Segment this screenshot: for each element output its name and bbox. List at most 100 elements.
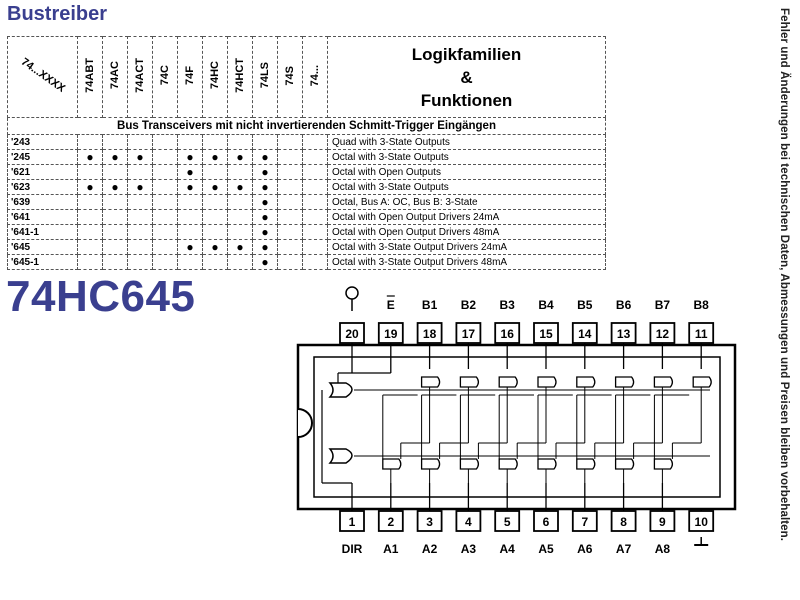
family-label: 74F	[184, 66, 196, 85]
availability-dot: ●	[177, 239, 203, 255]
availability-empty	[177, 254, 203, 270]
availability-empty	[127, 224, 153, 240]
availability-dot: ●	[127, 149, 153, 165]
part-code: '641	[7, 209, 78, 225]
availability-empty	[152, 224, 178, 240]
family-label: 74LS	[259, 62, 271, 89]
logik-header-line: Funktionen	[420, 90, 513, 110]
availability-dot: ●	[77, 149, 103, 165]
table-row: '645-1●Octal with 3-State Output Drivers…	[7, 254, 606, 270]
availability-dot: ●	[252, 239, 278, 255]
availability-dot: ●	[202, 239, 228, 255]
availability-empty	[277, 224, 303, 240]
buffer-b	[576, 376, 596, 388]
pin-label: E	[387, 298, 395, 312]
function-text: Octal with Open Output Drivers 48mA	[327, 224, 606, 240]
availability-empty	[77, 194, 103, 210]
availability-empty	[302, 179, 328, 195]
pin-label: B6	[616, 298, 632, 312]
buffer-a	[576, 458, 596, 470]
pin-label: A3	[461, 542, 477, 556]
availability-empty	[127, 254, 153, 270]
table-row: '621●●Octal with Open Outputs	[7, 164, 606, 180]
availability-empty	[302, 134, 328, 150]
availability-empty	[277, 134, 303, 150]
section-title: Bus Transceivers mit nicht invertierende…	[7, 117, 606, 135]
chip-name: 74HC645	[6, 272, 196, 321]
availability-dot: ●	[252, 194, 278, 210]
availability-empty	[152, 164, 178, 180]
family-header: 74HCT	[227, 36, 253, 118]
family-label: 74C	[159, 65, 171, 86]
availability-empty	[202, 209, 228, 225]
pin-number: 19	[384, 327, 398, 341]
pin-number: 11	[695, 327, 708, 341]
availability-empty	[102, 224, 128, 240]
section-row: Bus Transceivers mit nicht invertierende…	[7, 117, 606, 135]
chip-body	[296, 343, 737, 511]
pin-label: B5	[577, 298, 593, 312]
pin-number: 4	[465, 515, 472, 529]
availability-dot: ●	[252, 149, 278, 165]
availability-empty	[177, 134, 203, 150]
part-code: '641-1	[7, 224, 78, 240]
page-title: Bustreiber	[7, 3, 108, 25]
family-label: 74...	[309, 64, 321, 87]
family-header: 74F	[177, 36, 203, 118]
family-header: 74AC	[102, 36, 128, 118]
availability-dot: ●	[252, 224, 278, 240]
availability-empty	[152, 134, 178, 150]
availability-empty	[102, 164, 128, 180]
logik-header-line: &	[460, 67, 473, 87]
availability-empty	[77, 254, 103, 270]
pin-label: A7	[616, 542, 632, 556]
table-row: '639●Octal, Bus A: OC, Bus B: 3-State	[7, 194, 606, 210]
corner-header: 74...XXXX	[7, 36, 78, 118]
table-row: '245●●●●●●●Octal with 3-State Outputs	[7, 149, 606, 165]
pin-number: 12	[656, 327, 670, 341]
availability-empty	[102, 134, 128, 150]
buffer-b	[498, 376, 518, 388]
availability-empty	[177, 209, 203, 225]
availability-dot: ●	[227, 239, 253, 255]
availability-empty	[302, 149, 328, 165]
table-row: '641●Octal with Open Output Drivers 24mA	[7, 209, 606, 225]
pin-number: 18	[423, 327, 437, 341]
family-header: 74ACT	[127, 36, 153, 118]
availability-empty	[102, 254, 128, 270]
availability-empty	[277, 164, 303, 180]
availability-empty	[277, 209, 303, 225]
availability-dot: ●	[252, 254, 278, 270]
family-label: 74ABT	[84, 58, 96, 93]
function-text: Octal with 3-State Outputs	[327, 149, 606, 165]
availability-empty	[202, 164, 228, 180]
pin-number: 2	[387, 515, 394, 529]
availability-empty	[127, 134, 153, 150]
buffer-a	[459, 458, 480, 470]
availability-empty	[152, 254, 178, 270]
buffer-a	[382, 458, 402, 470]
buffer-a	[614, 458, 635, 470]
family-header: 74ABT	[77, 36, 103, 118]
pin-number: 3	[426, 515, 433, 529]
availability-empty	[227, 224, 253, 240]
availability-empty	[252, 134, 278, 150]
pin-label: B7	[655, 298, 671, 312]
availability-dot: ●	[102, 149, 128, 165]
function-text: Octal, Bus A: OC, Bus B: 3-State	[327, 194, 606, 210]
availability-empty	[277, 254, 303, 270]
pin-number: 20	[345, 327, 359, 341]
availability-empty	[227, 194, 253, 210]
availability-empty	[127, 209, 153, 225]
availability-empty	[102, 209, 128, 225]
availability-empty	[152, 194, 178, 210]
pin-number: 10	[695, 515, 709, 529]
part-code: '621	[7, 164, 78, 180]
availability-dot: ●	[127, 179, 153, 195]
pin-number: 6	[543, 515, 550, 529]
availability-dot: ●	[202, 179, 228, 195]
family-header: 74C	[152, 36, 178, 118]
table-body: Bus Transceivers mit nicht invertierende…	[7, 117, 606, 270]
vcc-circle-icon	[345, 286, 359, 300]
